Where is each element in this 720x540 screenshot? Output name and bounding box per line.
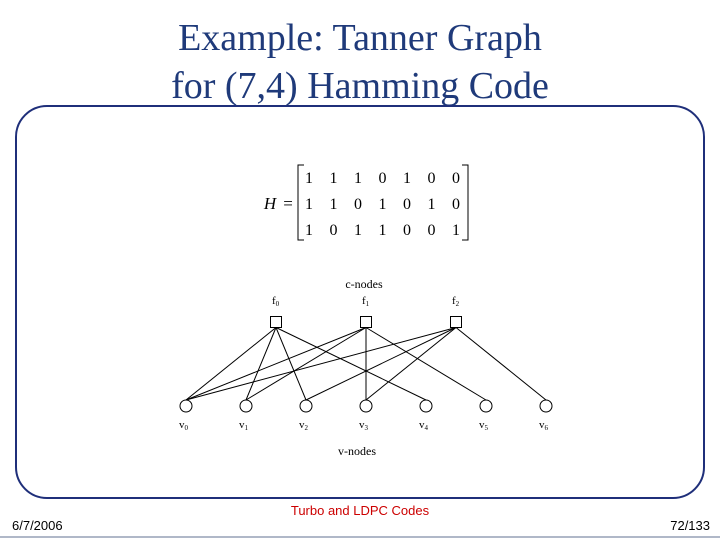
check-node-label: f1: [362, 295, 370, 308]
content-frame: [15, 105, 705, 499]
check-node-label: f2: [452, 295, 460, 308]
footer-title: Turbo and LDPC Codes: [290, 503, 430, 518]
c-nodes-label: c-nodes: [345, 277, 383, 291]
v-nodes-label: v-nodes: [338, 444, 376, 458]
variable-node-2: [299, 399, 313, 413]
variable-node-label: v4: [419, 419, 429, 432]
slide-title-line-2: for (7,4) Hamming Code: [171, 65, 549, 107]
tanner-edge: [365, 327, 457, 401]
check-node-label: f0: [272, 295, 280, 308]
matrix-entry: 1: [452, 222, 460, 239]
tanner-edge: [245, 327, 367, 401]
variable-node-6: [539, 399, 553, 413]
check-node-0: [270, 316, 282, 328]
variable-nodes: v0 v1 v2 v3 v4 v5 v6: [179, 399, 553, 432]
tanner-edge: [305, 327, 457, 401]
variable-node-label: v0: [179, 419, 189, 432]
tanner-edge: [275, 327, 307, 401]
matrix-entry: 0: [379, 170, 387, 187]
tanner-edge: [365, 327, 487, 401]
variable-node-0: [179, 399, 193, 413]
matrix-entry: 1: [330, 170, 338, 187]
matrix-entry: 1: [305, 222, 313, 239]
graph-edges: [185, 327, 547, 401]
matrix-entry: 0: [403, 196, 411, 213]
matrix-left-bracket: [297, 164, 304, 241]
variable-node-label: v3: [359, 419, 369, 432]
matrix-entry: 0: [452, 170, 460, 187]
tanner-edge: [185, 327, 457, 401]
variable-node-label: v2: [299, 419, 309, 432]
matrix-entry: 1: [305, 196, 313, 213]
check-nodes: f0 f1 f2: [270, 295, 462, 328]
tanner-edge: [185, 327, 277, 401]
matrix-right-bracket: [462, 164, 469, 241]
slide-title-line-1: Example: Tanner Graph: [178, 17, 542, 59]
check-node-1: [360, 316, 372, 328]
variable-node-3: [359, 399, 373, 413]
variable-node-label: v6: [539, 419, 549, 432]
variable-node-1: [239, 399, 253, 413]
matrix-label: H: [263, 194, 278, 213]
tanner-edge: [245, 327, 277, 401]
matrix-equals: =: [283, 194, 293, 213]
tanner-edge: [185, 327, 367, 401]
matrix-entry: 1: [379, 222, 387, 239]
footer-date: 6/7/2006: [12, 518, 63, 533]
matrix-entry: 0: [452, 196, 460, 213]
matrix-entry: 1: [305, 170, 313, 187]
variable-node-label: v1: [239, 419, 249, 432]
matrix-entry: 1: [330, 196, 338, 213]
variable-node-4: [419, 399, 433, 413]
tanner-edge: [455, 327, 547, 401]
matrix-entry: 1: [379, 196, 387, 213]
matrix-entry: 0: [428, 170, 436, 187]
matrix-entry: 0: [428, 222, 436, 239]
matrix-entry: 0: [330, 222, 338, 239]
variable-node-5: [479, 399, 493, 413]
matrix-entry: 0: [354, 196, 362, 213]
matrix-entry: 1: [354, 170, 362, 187]
bottom-divider: [0, 536, 720, 538]
matrix-entry: 0: [403, 222, 411, 239]
matrix-entry: 1: [403, 170, 411, 187]
footer-page-number: 72/133: [670, 518, 710, 533]
variable-node-label: v5: [479, 419, 489, 432]
matrix-entry: 1: [428, 196, 436, 213]
matrix-entry: 1: [354, 222, 362, 239]
check-node-2: [450, 316, 462, 328]
tanner-edge: [275, 327, 427, 401]
